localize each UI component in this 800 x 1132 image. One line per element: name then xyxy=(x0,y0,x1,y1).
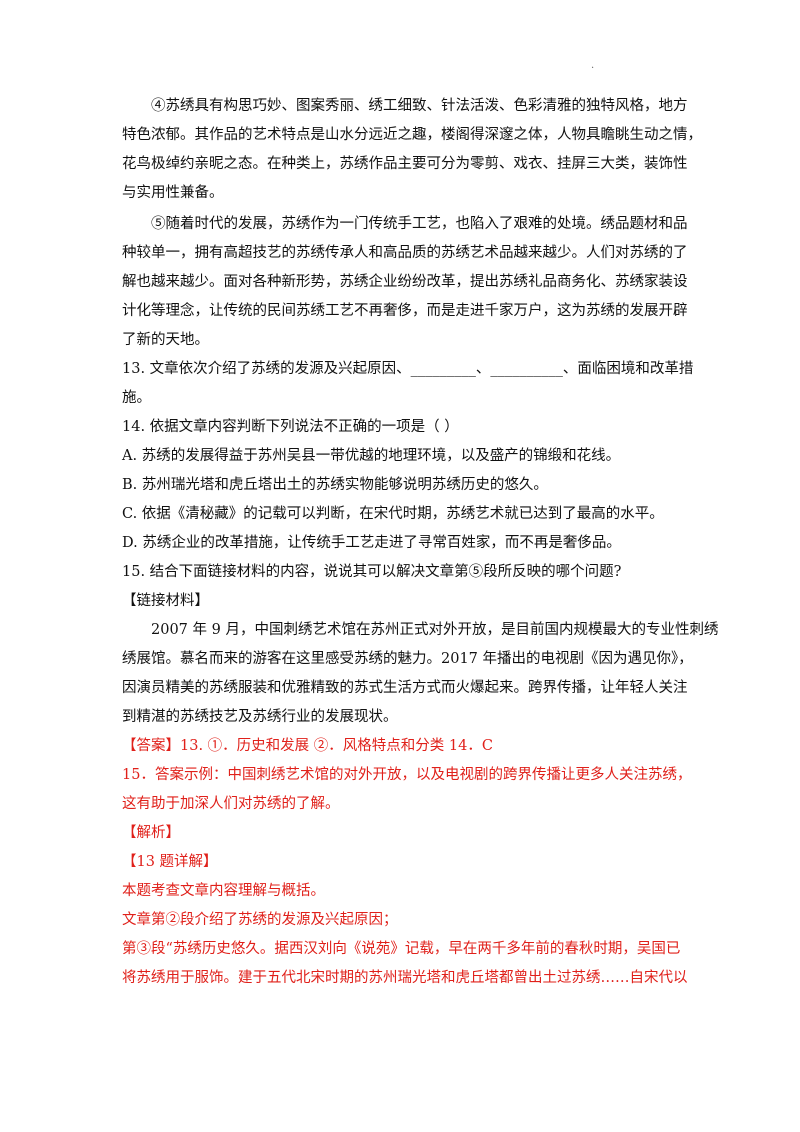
paragraph-5-line: 解也越来越少。面对各种新形势，苏绣企业纷纷改革，提出苏绣礼品商务化、苏绣家装设 xyxy=(122,274,688,290)
paragraph-4-line: 花鸟极绰约亲昵之态。在种类上，苏绣作品主要可分为零剪、戏衣、挂屏三大类，装饰性 xyxy=(122,156,688,172)
document-page: ④苏绣具有构思巧妙、图案秀丽、绣工细致、针法活泼、色彩清雅的独特风格，地方 特色… xyxy=(122,92,719,993)
question-14-option-c: C. 依据《清秘藏》的记载可以判断，在宋代时期，苏绣艺术就已达到了最高的水平。 xyxy=(122,506,664,522)
question-13: 13. 文章依次介绍了苏绣的发源及兴起原因、_________、________… xyxy=(122,355,694,413)
answer-line: 【答案】13. ①．历史和发展 ②．风格特点和分类 14．C xyxy=(122,738,493,754)
detail-line: 第③段“苏绣历史悠久。据西汉刘向《说苑》记载，早在两千多年前的春秋时期，吴国已 xyxy=(122,941,681,957)
paragraph-4: ④苏绣具有构思巧妙、图案秀丽、绣工细致、针法活泼、色彩清雅的独特风格，地方 特色… xyxy=(122,92,702,208)
question-14: 14. 依据文章内容判断下列说法不正确的一项是（ ） A. 苏绣的发展得益于苏州… xyxy=(122,413,682,558)
answer-line: 15．答案示例：中国刺绣艺术馆的对外开放，以及电视剧的跨界传播让更多人关注苏绣， xyxy=(122,767,692,783)
link-material-line: 因演员精美的苏绣服装和优雅精致的苏式生活方式而火爆起来。跨界传播，让年轻人关注 xyxy=(122,680,688,696)
question-14-option-b: B. 苏州瑞光塔和虎丘塔出土的苏绣实物能够说明苏绣历史的悠久。 xyxy=(122,477,548,493)
paragraph-5-line: ⑤随着时代的发展，苏绣作为一门传统手工艺，也陷入了艰难的处境。绣品题材和品 xyxy=(151,216,688,232)
paragraph-5-line: 种较单一，拥有高超技艺的苏绣传承人和高品质的苏绣艺术品越来越少。人们对苏绣的了 xyxy=(122,245,688,261)
analysis-heading: 【解析】 xyxy=(122,825,180,841)
link-material-line: 绣展馆。慕名而来的游客在这里感受苏绣的魅力。2017 年播出的电视剧《因为遇见你… xyxy=(122,651,693,667)
answer-line: 这有助于加深人们对苏绣的了解。 xyxy=(122,796,340,812)
detail-line: 将苏绣用于服饰。建于五代北宋时期的苏州瑞光塔和虎丘塔都曾出土过苏绣……自宋代以 xyxy=(122,970,688,986)
paragraph-5: ⑤随着时代的发展，苏绣作为一门传统手工艺，也陷入了艰难的处境。绣品题材和品 种较… xyxy=(122,210,688,355)
paragraph-4-line: ④苏绣具有构思巧妙、图案秀丽、绣工细致、针法活泼、色彩清雅的独特风格，地方 xyxy=(151,98,688,114)
link-material-title: 【链接材料】 xyxy=(122,593,209,609)
detail-line: 本题考查文章内容理解与概括。 xyxy=(122,883,325,899)
paragraph-5-line: 计化等理念，让传统的民间苏绣工艺不再奢侈，而是走进千家万户，这为苏绣的发展开辟 xyxy=(122,303,688,319)
page-corner-mark: . xyxy=(591,60,595,71)
question-14-option-a: A. 苏绣的发展得益于苏州吴县一带优越的地理环境，以及盛产的锦缎和花线。 xyxy=(122,448,621,464)
question-14-option-d: D. 苏绣企业的改革措施，让传统手工艺走进了寻常百姓家，而不再是奢侈品。 xyxy=(122,535,621,551)
paragraph-4-line: 与实用性兼备。 xyxy=(122,185,224,201)
answer-section: 【答案】13. ①．历史和发展 ②．风格特点和分类 14．C 15．答案示例：中… xyxy=(122,732,692,993)
question-15: 15. 结合下面链接材料的内容，说说其可以解决文章第⑤段所反映的哪个问题? xyxy=(122,564,622,580)
link-material-line: 2007 年 9 月，中国刺绣艺术馆在苏州正式对外开放，是目前国内规模最大的专业… xyxy=(151,622,719,638)
paragraph-5-line: 了新的天地。 xyxy=(122,332,209,348)
detail-line: 文章第②段介绍了苏绣的发源及兴起原因； xyxy=(122,912,398,928)
paragraph-4-line: 特色浓郁。其作品的艺术特点是山水分远近之趣，楼阁得深邃之体，人物具瞻眺生动之情， xyxy=(122,127,702,143)
question-14-stem: 14. 依据文章内容判断下列说法不正确的一项是（ ） xyxy=(122,419,459,435)
detail-13-heading: 【13 题详解】 xyxy=(122,854,218,870)
link-material-paragraph: 2007 年 9 月，中国刺绣艺术馆在苏州正式对外开放，是目前国内规模最大的专业… xyxy=(122,616,719,732)
link-material-line: 到精湛的苏绣技艺及苏绣行业的发展现状。 xyxy=(122,709,398,725)
question-13-line: 13. 文章依次介绍了苏绣的发源及兴起原因、_________、________… xyxy=(122,361,694,377)
question-13-line: 施。 xyxy=(122,390,151,406)
